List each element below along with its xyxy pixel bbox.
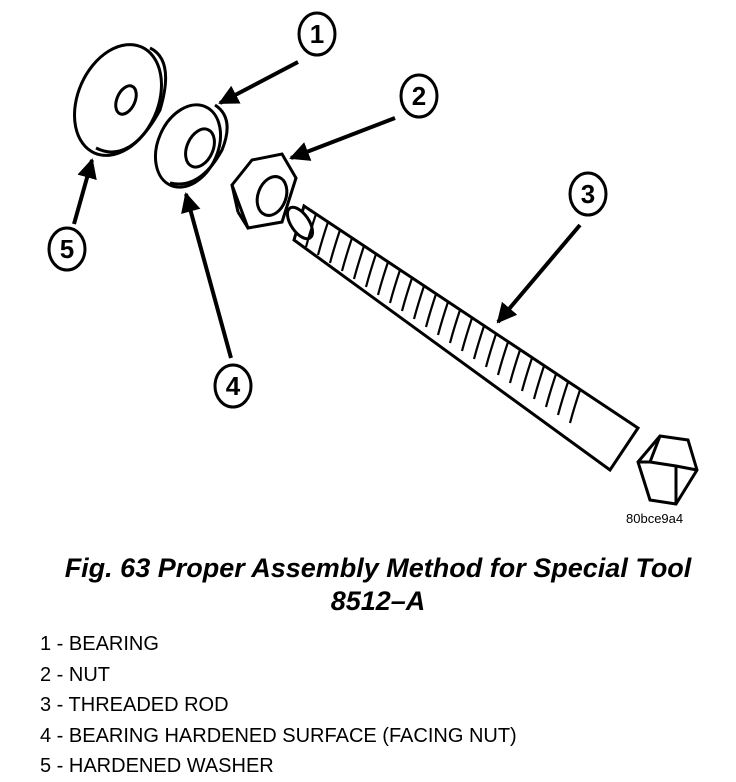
rod-threads: [304, 213, 582, 424]
figure-code: 80bce9a4: [626, 511, 684, 526]
rod-hex-head: [636, 434, 699, 506]
callout-1-number: 1: [310, 19, 324, 49]
callout-3-number: 3: [581, 179, 595, 209]
callout-4-number: 4: [226, 371, 241, 401]
callout-1: 1: [218, 11, 337, 105]
figure-caption: Fig. 63 Proper Assembly Method for Speci…: [0, 552, 736, 618]
hardened-washer: [73, 43, 168, 157]
callout-4: 4: [181, 192, 253, 409]
callout-3: 3: [496, 171, 608, 324]
callout-2-number: 2: [412, 81, 426, 111]
legend-item: 1 - BEARING: [40, 633, 159, 655]
legend-item: 5 - HARDENED WASHER: [40, 755, 274, 777]
caption-line-1: Fig. 63 Proper Assembly Method for Speci…: [64, 553, 692, 583]
bearing: [153, 103, 229, 189]
nut: [230, 152, 298, 230]
legend-item: 4 - BEARING HARDENED SURFACE (FACING NUT…: [40, 724, 517, 747]
threaded-rod: [285, 203, 699, 506]
callout-5-number: 5: [60, 234, 74, 264]
legend-item: 2 - NUT: [40, 663, 110, 686]
legend-item: 3 - THREADED ROD: [40, 694, 229, 716]
assembly-diagram: 1 2 3 4 5: [47, 11, 699, 506]
caption-line-2: 8512–A: [330, 586, 426, 616]
callout-5: 5: [47, 158, 97, 272]
parts-legend: 1 - BEARING 2 - NUT 3 - THREADED ROD 4 -…: [40, 629, 517, 782]
callout-2: 2: [289, 73, 439, 161]
